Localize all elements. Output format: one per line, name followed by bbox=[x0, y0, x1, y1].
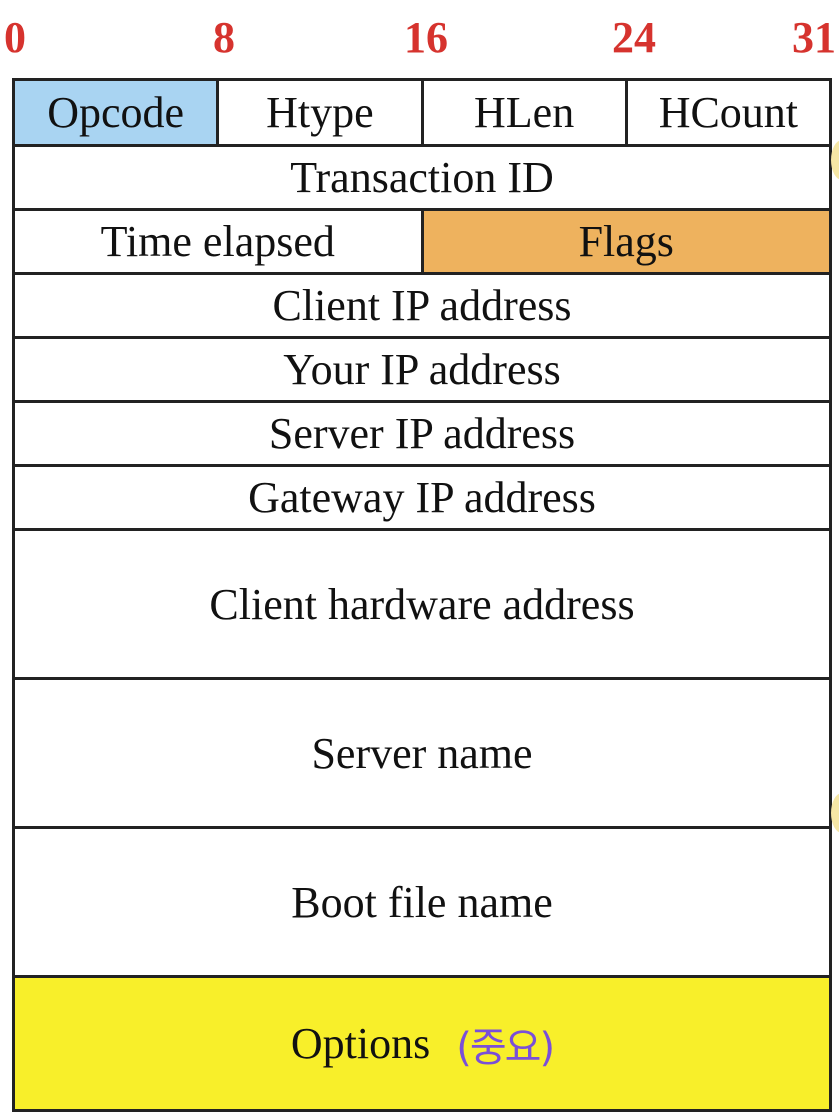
field-time-elapsed: Time elapsed bbox=[100, 217, 335, 266]
field-client-ip: Client IP address bbox=[272, 281, 572, 330]
row-boot-file-name: Boot file name bbox=[15, 826, 829, 975]
field-client-hardware-address: Client hardware address bbox=[209, 579, 635, 629]
handwritten-note: (중요) bbox=[456, 1024, 555, 1071]
field-server-ip: Server IP address bbox=[268, 409, 576, 458]
field-transaction-id: Transaction ID bbox=[290, 153, 554, 202]
row-server-ip: Server IP address bbox=[15, 400, 829, 464]
row-time-flags: Time elapsed Flags bbox=[15, 208, 829, 272]
bit-label-0: 0 bbox=[4, 13, 26, 62]
margin-highlight-mark bbox=[831, 140, 839, 180]
field-gateway-ip: Gateway IP address bbox=[248, 473, 596, 522]
row-client-ip: Client IP address bbox=[15, 272, 829, 336]
row-gateway-ip: Gateway IP address bbox=[15, 464, 829, 528]
row-server-name: Server name bbox=[15, 677, 829, 826]
bit-label-8: 8 bbox=[213, 13, 235, 62]
field-hcount: HCount bbox=[624, 81, 829, 144]
margin-highlight-mark bbox=[831, 793, 839, 833]
field-hlen: HLen bbox=[420, 81, 625, 144]
field-opcode: Opcode bbox=[15, 81, 217, 144]
row-your-ip: Your IP address bbox=[15, 336, 829, 400]
field-your-ip: Your IP address bbox=[283, 345, 561, 394]
field-boot-file-name: Boot file name bbox=[291, 877, 553, 927]
row-client-hardware-address: Client hardware address bbox=[15, 528, 829, 677]
bit-label-16: 16 bbox=[404, 13, 448, 62]
field-flags: Flags bbox=[420, 211, 829, 272]
field-options: Options (중요) bbox=[15, 978, 829, 1109]
dhcp-packet-format: Opcode Htype HLen HCount Transaction ID … bbox=[12, 78, 832, 1112]
row-options: Options (중요) bbox=[15, 975, 829, 1109]
bit-label-24: 24 bbox=[612, 13, 656, 62]
field-server-name: Server name bbox=[311, 728, 533, 778]
row-transaction-id: Transaction ID bbox=[15, 144, 829, 208]
field-htype: Htype bbox=[216, 81, 420, 144]
bit-label-31: 31 bbox=[792, 13, 836, 62]
row-opcode-htype-hlen-hcount: Opcode Htype HLen HCount bbox=[15, 81, 829, 144]
options-label: Options bbox=[290, 1019, 431, 1068]
bit-ruler: 0 8 16 24 31 bbox=[0, 0, 839, 78]
